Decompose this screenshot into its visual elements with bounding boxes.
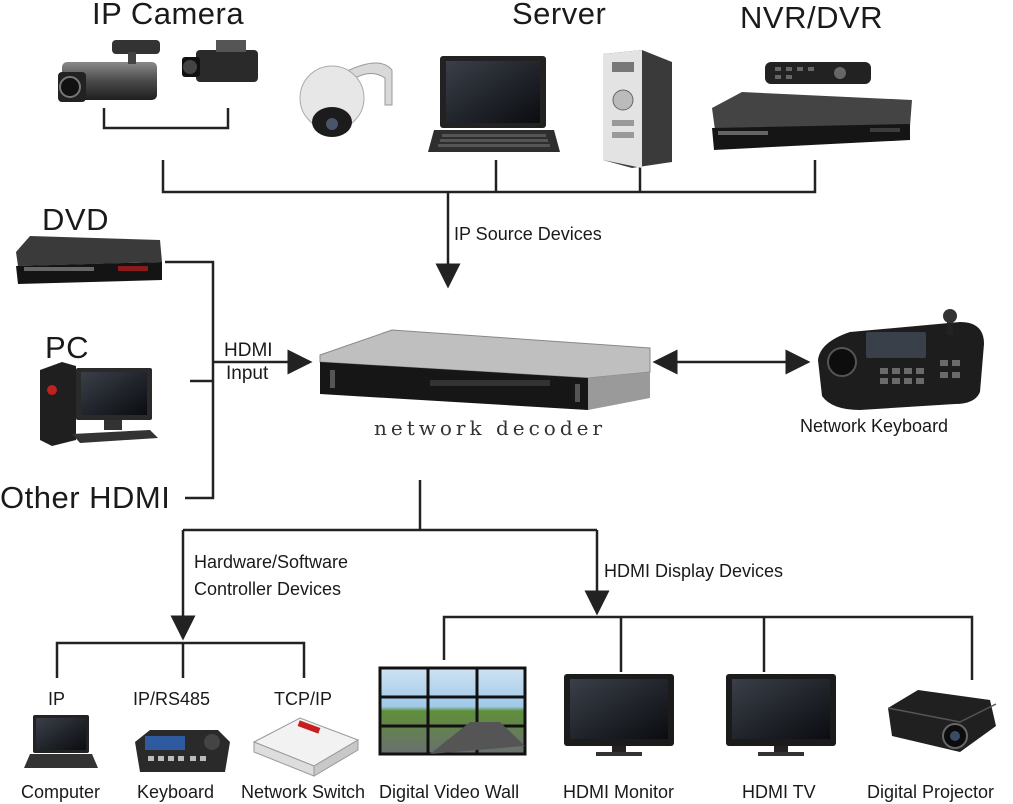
other-hdmi-label: Other HDMI xyxy=(0,480,171,515)
nvr-recorder-icon xyxy=(712,92,912,150)
ip-camera-label: IP Camera xyxy=(92,0,245,31)
laptop-server-icon xyxy=(428,56,560,152)
controller-devices-label-line2: Controller Devices xyxy=(194,579,342,599)
protocol-tcpip-label: TCP/IP xyxy=(274,689,333,709)
connector-lines xyxy=(55,108,974,680)
network-keyboard-label: Network Keyboard xyxy=(800,416,949,436)
network-keyboard-device-icon xyxy=(818,309,984,410)
hdmi-tv-label: HDMI TV xyxy=(742,782,816,802)
nvr-dvr-label: NVR/DVR xyxy=(740,0,884,35)
network-switch-label: Network Switch xyxy=(241,782,366,802)
hdmi-display-devices-label: HDMI Display Devices xyxy=(604,561,784,581)
ip-source-bus xyxy=(161,160,817,194)
controller-devices-label-line1: Hardware/Software xyxy=(194,552,349,572)
keyboard-label: Keyboard xyxy=(137,782,215,802)
ip-camera-bracket xyxy=(102,108,230,130)
computer-label: Computer xyxy=(21,782,101,802)
display-bus xyxy=(442,615,974,680)
pc-computer-icon xyxy=(40,362,158,446)
speed-dome-icon xyxy=(299,62,393,137)
remote-control-icon xyxy=(765,62,871,84)
computer-laptop-icon xyxy=(24,715,98,768)
video-wall-label: Digital Video Wall xyxy=(379,782,520,802)
digital-projector-icon xyxy=(887,690,997,752)
ip-source-devices-label: IP Source Devices xyxy=(454,224,602,244)
protocol-ip-label: IP xyxy=(48,689,66,709)
video-wall-icon xyxy=(378,666,527,756)
controller-bus xyxy=(55,641,306,678)
pc-label: PC xyxy=(45,330,90,365)
server-label: Server xyxy=(512,0,607,31)
hdmi-input-label-line1: HDMI xyxy=(224,340,273,361)
hdmi-tv-icon xyxy=(726,674,836,756)
network-decoder-label: network decoder xyxy=(374,416,607,440)
box-camera-icon xyxy=(182,40,258,82)
network-decoder-device-icon xyxy=(319,329,651,410)
protocol-rs485-label: IP/RS485 xyxy=(133,689,211,709)
hdmi-input-label-line2: Input xyxy=(226,363,269,384)
keyboard-controller-icon xyxy=(135,730,230,772)
hdmi-monitor-label: HDMI Monitor xyxy=(563,782,675,802)
digital-projector-label: Digital Projector xyxy=(867,782,995,802)
tower-server-icon xyxy=(603,50,672,168)
network-switch-icon xyxy=(252,717,360,777)
dvd-label: DVD xyxy=(42,202,109,237)
hdmi-monitor-icon xyxy=(564,674,674,756)
dvd-player-icon xyxy=(16,236,162,284)
camcorder-icon xyxy=(58,40,160,102)
